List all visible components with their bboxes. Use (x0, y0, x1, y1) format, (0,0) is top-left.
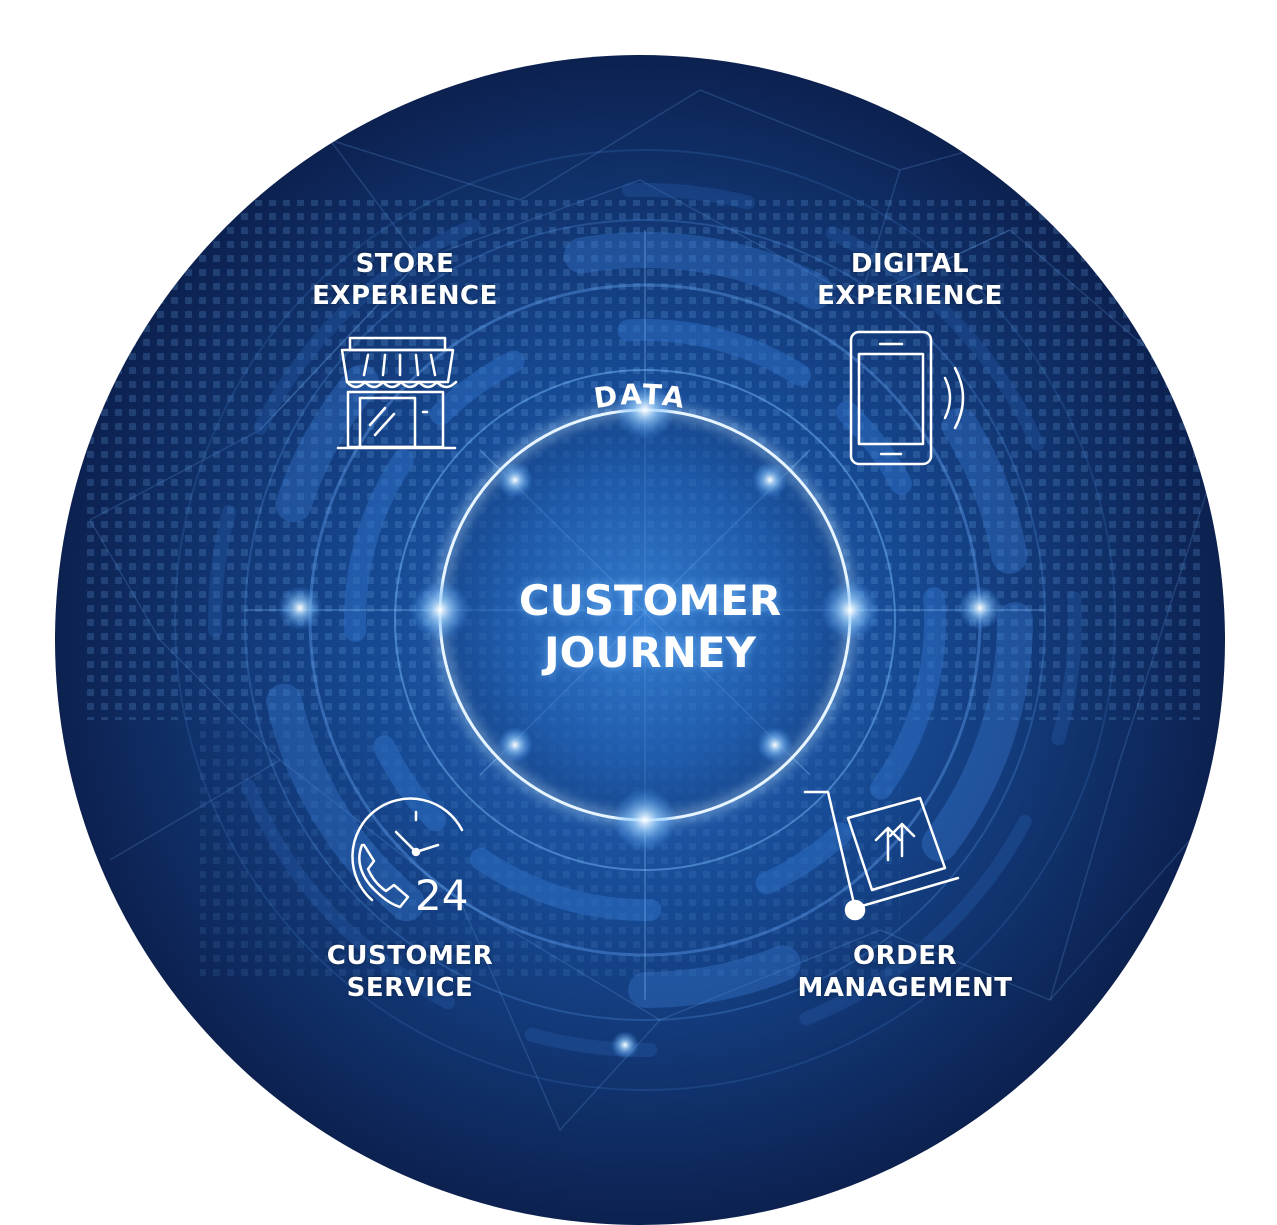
hand-truck-box-icon (803, 790, 960, 921)
center-title-line: JOURNEY (543, 628, 757, 677)
node-digital-experience: DIGITAL EXPERIENCE (790, 248, 1030, 312)
node-order-management: ORDER MANAGEMENT (770, 940, 1040, 1004)
node-label-line: DIGITAL (850, 249, 970, 279)
24-hours-text: 24 (415, 871, 468, 920)
node-label-line: CUSTOMER (326, 941, 494, 971)
light-flares (278, 380, 1002, 1059)
node-label-line: MANAGEMENT (797, 973, 1013, 1003)
node-label-line: STORE (355, 249, 455, 279)
node-label-line: EXPERIENCE (817, 281, 1003, 311)
node-label-line: SERVICE (346, 973, 474, 1003)
24h-phone-clock-icon: 24 (351, 797, 468, 920)
center-title-line: CUSTOMER (518, 576, 782, 625)
node-label-line: EXPERIENCE (312, 281, 498, 311)
node-label-line: ORDER (853, 941, 957, 971)
node-customer-service: CUSTOMER SERVICE (295, 940, 525, 1004)
node-store-experience: STORE EXPERIENCE (290, 248, 520, 312)
storefront-icon (336, 336, 458, 450)
center-disc (440, 410, 850, 820)
smartphone-icon (849, 330, 965, 466)
ring-label-data: DATA (592, 378, 689, 415)
center-title: CUSTOMER JOURNEY (440, 575, 860, 679)
